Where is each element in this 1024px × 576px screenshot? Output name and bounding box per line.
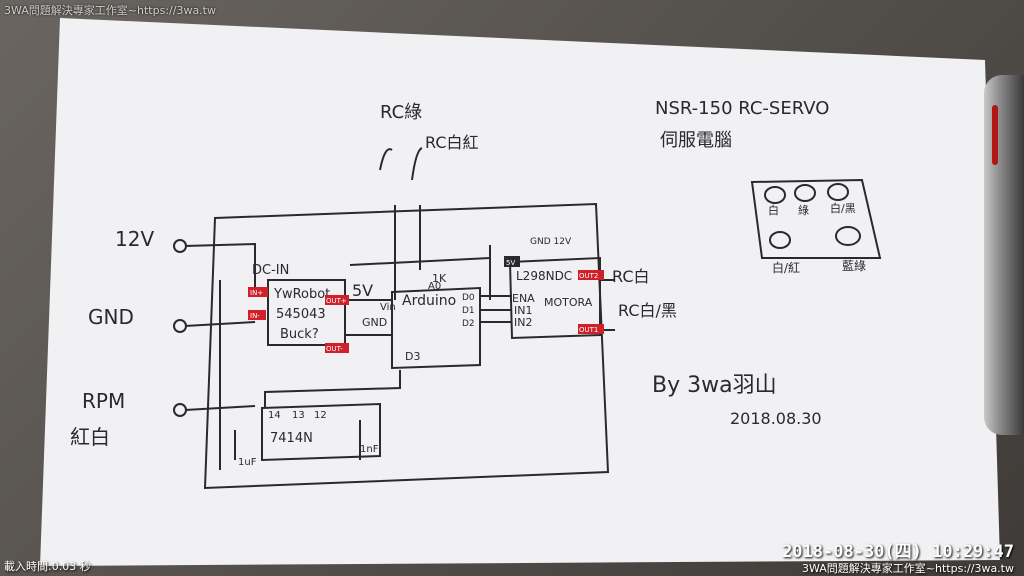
buck-line3: Buck? — [280, 327, 319, 342]
pin-badges: IN+ IN- OUT+ OUT- 5V OUT2 OUT1 — [248, 256, 604, 353]
in1-label: IN1 — [514, 304, 532, 317]
motora-label: MOTORA — [544, 296, 593, 309]
label-red-white: 紅白 — [70, 425, 110, 449]
rc-white-red-label: RC白紅 — [425, 133, 479, 152]
d1-label: D1 — [462, 306, 475, 316]
in2-label: IN2 — [514, 316, 532, 329]
gnd-12v-label: GND 12V — [530, 237, 572, 247]
in-plus-badge: IN+ — [250, 289, 263, 297]
resistor-label: 1K — [432, 272, 447, 285]
buck-line1: YwRobot — [273, 287, 330, 302]
conn-white-black-label: 白/黑 — [830, 201, 856, 215]
vin-label: Vin — [380, 302, 396, 313]
ena-label: ENA — [512, 292, 535, 305]
timestamp: 2018-08-30(四) 10:29:47 — [782, 542, 1014, 562]
pin14-label: 14 — [268, 410, 281, 421]
pin12-label: 12 — [314, 410, 327, 421]
gnd-small-label: GND — [362, 316, 387, 329]
d2-label: D2 — [462, 319, 475, 329]
ic-7414-label: 7414N — [270, 431, 313, 446]
title-line2: 伺服電腦 — [660, 130, 732, 151]
conn-blue-green-label: 藍綠 — [842, 259, 866, 273]
servo-connector — [750, 178, 882, 259]
footer-watermark: 3WA問題解決專家工作室~https://3wa.tw — [802, 562, 1014, 575]
paper-sheet — [40, 18, 1000, 566]
d0-label: D0 — [462, 293, 475, 303]
rc-white-label: RC白 — [612, 267, 650, 286]
out1-badge: OUT1 — [579, 326, 598, 334]
cap1-label: 1uF — [238, 457, 257, 468]
label-12v: 12V — [115, 227, 154, 251]
title-line1: NSR-150 RC-SERVO — [655, 98, 829, 119]
conn-white-label: 白 — [768, 203, 779, 217]
buck-line2: 545043 — [276, 307, 326, 322]
top-watermark: 3WA問題解決專家工作室~https://3wa.tw — [4, 4, 216, 17]
pin-5v-badge: 5V — [506, 259, 515, 267]
arduino-label: Arduino — [402, 293, 456, 309]
out-plus-badge: OUT+ — [326, 297, 347, 305]
driver-label: L298NDC — [516, 269, 572, 283]
terminals — [173, 239, 187, 417]
dc-in-label: DC-IN — [252, 263, 289, 278]
cap2-label: 1nF — [360, 444, 379, 455]
conn-white-red-label: 白/紅 — [772, 260, 800, 275]
author-label: By 3wa羽山 — [652, 373, 777, 398]
rc-white-black-label: RC白/黑 — [618, 301, 677, 320]
label-gnd: GND — [88, 305, 134, 329]
out-minus-badge: OUT- — [326, 345, 343, 353]
d3-label: D3 — [405, 350, 420, 363]
phone-edge — [984, 75, 1024, 435]
date-label: 2018.08.30 — [730, 409, 822, 428]
rc-green-label: RC綠 — [380, 102, 422, 123]
pin13-label: 13 — [292, 410, 305, 421]
phone-red-button — [992, 105, 998, 165]
a0-label: A0 — [428, 281, 441, 292]
out2-badge: OUT2 — [579, 272, 598, 280]
load-time: 載入時間:0.03 秒 — [4, 560, 91, 573]
label-rpm: RPM — [82, 389, 125, 413]
conn-green-label: 綠 — [798, 204, 809, 217]
in-minus-badge: IN- — [250, 312, 260, 320]
five-v-label: 5V — [352, 281, 373, 300]
